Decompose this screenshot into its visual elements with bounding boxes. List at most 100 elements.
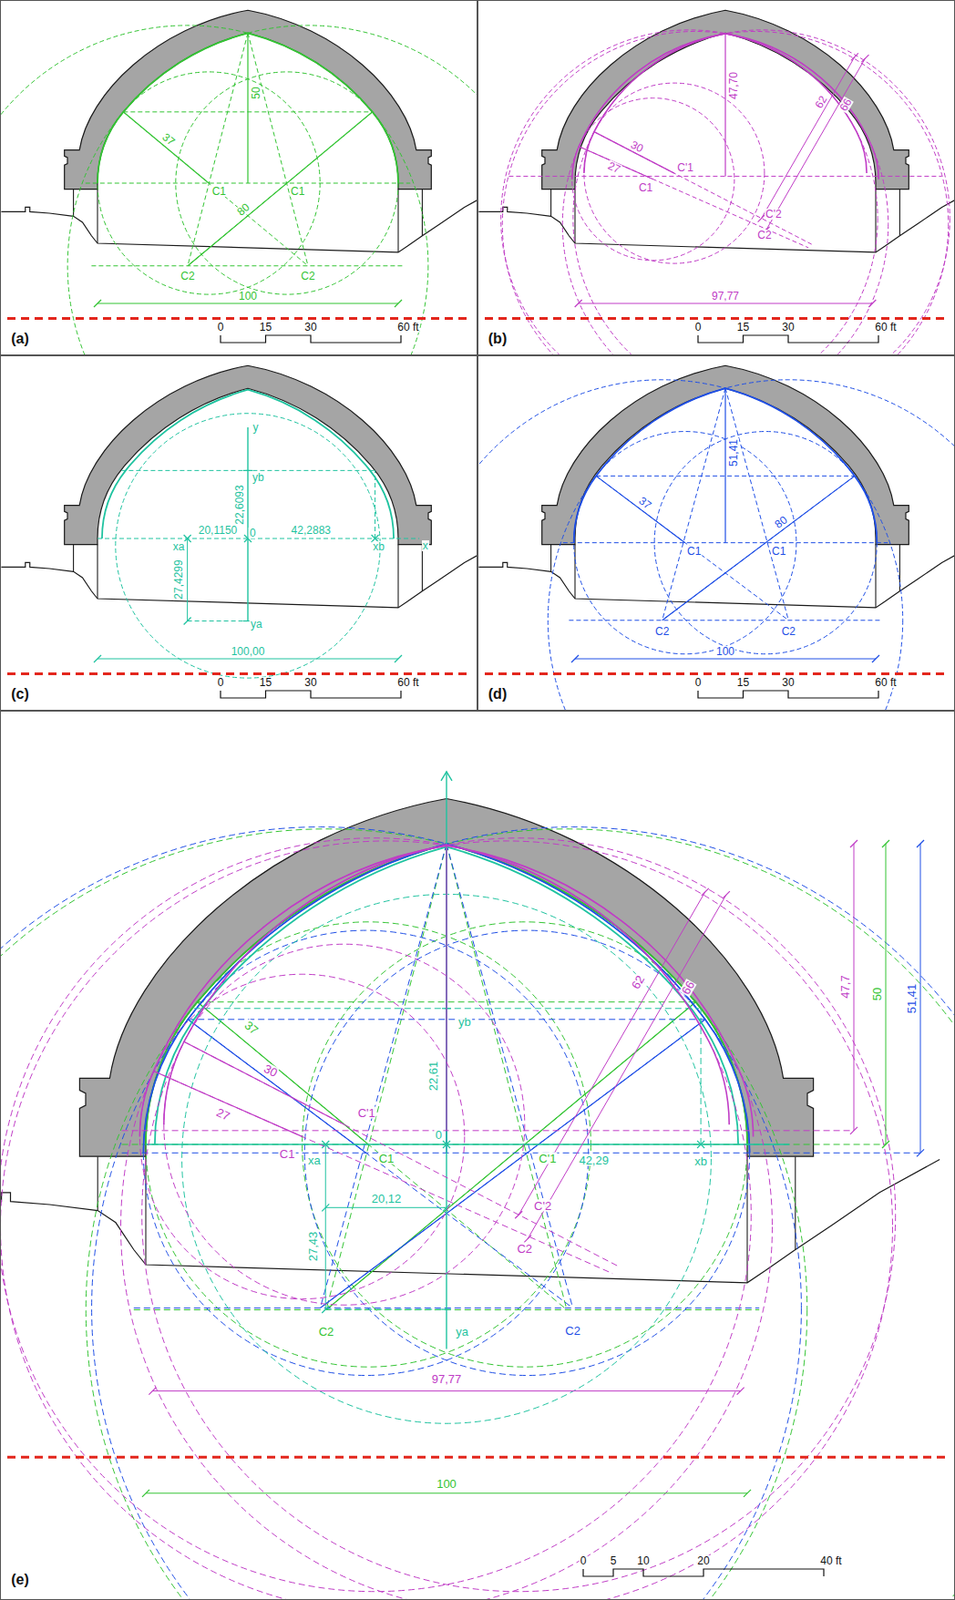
- scale-label: 0: [694, 321, 703, 333]
- panel-letter: (e): [10, 1572, 31, 1588]
- construction-circle: [142, 838, 896, 1592]
- panel-frame: [0, 356, 478, 711]
- dimension-line: [885, 843, 887, 1145]
- scale-label: 0: [216, 321, 226, 333]
- dimension-label: xb: [693, 1155, 709, 1168]
- vault-section: [542, 365, 910, 545]
- construction-line: [725, 388, 789, 621]
- construction-line: [187, 112, 373, 267]
- construction-line: [184, 1041, 345, 1125]
- construction-circle: [0, 25, 429, 356]
- dimension-label: ya: [454, 1324, 470, 1337]
- point-mark: [697, 1140, 705, 1149]
- scale-bar: [220, 335, 401, 343]
- construction-circle: [121, 841, 894, 1600]
- dimension-label: 51,41: [905, 983, 918, 1016]
- dimension-line: [578, 303, 873, 305]
- dimension-label: yb: [251, 472, 266, 483]
- dimension-tick: [321, 1203, 329, 1212]
- dimension-label: 42,29: [577, 1154, 610, 1167]
- construction-circle: [115, 413, 380, 678]
- construction-line: [247, 32, 309, 266]
- construction-line: [187, 112, 373, 267]
- dimension-label: 100: [237, 290, 258, 302]
- construction-line: [187, 32, 248, 266]
- construction-line: [122, 1129, 854, 1131]
- construction-circle: [502, 30, 888, 356]
- dimension-label: C2: [299, 270, 316, 282]
- dimension-label: C2: [780, 626, 797, 637]
- construction-line: [446, 843, 574, 1308]
- construction-circle: [477, 379, 904, 711]
- scale-label: 60 ft: [873, 321, 897, 333]
- construction-line: [724, 388, 726, 544]
- dimension-label: C2: [318, 1324, 336, 1337]
- dimension-label: C1: [211, 185, 227, 197]
- construction-line: [445, 843, 447, 1153]
- dimension-label: 100,00: [230, 646, 267, 658]
- dimension-label: 0: [434, 1129, 443, 1141]
- dimension-label: 27: [605, 160, 623, 176]
- scale-bar: [698, 690, 879, 699]
- point-mark: [697, 1140, 705, 1149]
- scale-label: 5: [609, 1555, 618, 1567]
- terrain-line: [478, 190, 955, 253]
- axis-line: [145, 1143, 790, 1145]
- vault-section: [64, 10, 432, 189]
- scale-label: 0: [694, 677, 703, 689]
- construction-circle: [0, 827, 801, 1600]
- scale-bar: [583, 1569, 824, 1577]
- construction-line: [446, 844, 567, 1311]
- dimension-label: 80: [771, 513, 790, 531]
- construction-line: [724, 32, 726, 176]
- scale-label: 30: [303, 677, 318, 689]
- dimension-tick: [916, 1149, 925, 1157]
- tunnel-wall: [144, 1156, 146, 1265]
- dimension-label: ya: [249, 618, 264, 630]
- construction-line: [121, 470, 374, 472]
- point-mark: [243, 470, 253, 472]
- dimension-label: 66: [678, 977, 697, 997]
- dimension-tick: [142, 1489, 150, 1498]
- construction-line: [319, 1019, 705, 1309]
- scale-label: 10: [636, 1555, 650, 1567]
- terrain-line: [0, 190, 478, 253]
- construction-line: [187, 1019, 573, 1309]
- dimension-label: C2: [564, 1324, 582, 1337]
- construction-line: [91, 265, 404, 267]
- dimension-label: 50: [871, 986, 884, 1002]
- construction-line: [568, 619, 882, 621]
- point-mark: [442, 1140, 451, 1149]
- construction-circle: [164, 944, 525, 1305]
- dimension-label: 37: [242, 1018, 262, 1038]
- panel-letter: (b): [487, 331, 508, 347]
- panel-drawing: [0, 771, 955, 1600]
- dimension-tick: [737, 1387, 745, 1396]
- panel-frame: [0, 711, 955, 1600]
- construction-line: [326, 1002, 696, 1311]
- construction-line: [595, 475, 686, 543]
- dimension-line: [97, 303, 399, 305]
- dimension-tick: [148, 1387, 156, 1396]
- tunnel-wall: [397, 544, 399, 608]
- scale-label: 0: [579, 1555, 588, 1567]
- dimension-label: 97,77: [710, 290, 740, 302]
- dimension-label: C1: [289, 185, 306, 197]
- construction-line: [445, 843, 447, 1131]
- construction-line: [187, 1019, 366, 1154]
- dimension-label: 22,61: [427, 1060, 440, 1093]
- construction-circle: [0, 841, 773, 1600]
- panel-frame: [478, 0, 955, 356]
- dimension-tick: [394, 655, 402, 663]
- panel-letter: (c): [10, 687, 31, 702]
- dimension-line: [920, 843, 922, 1153]
- dimension-label: 0: [248, 527, 257, 539]
- panel-frame: [478, 356, 955, 711]
- scale-label: 30: [303, 321, 318, 333]
- reference-line: [484, 317, 948, 320]
- dimension-tick: [850, 1127, 858, 1135]
- dimension-line: [766, 58, 866, 231]
- dimension-label: C'2: [764, 208, 783, 220]
- dimension-label: 22,6093: [234, 483, 246, 525]
- reference-line: [7, 317, 471, 320]
